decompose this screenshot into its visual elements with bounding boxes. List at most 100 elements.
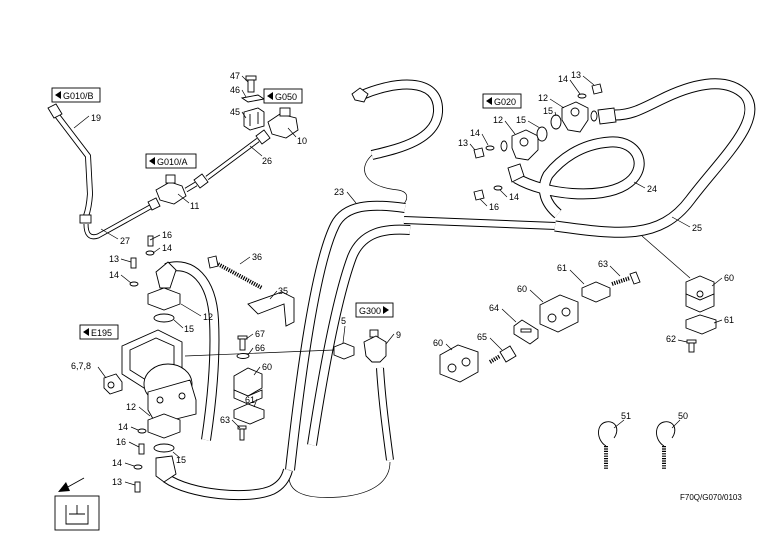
banjo-12-right-hole <box>570 107 580 117</box>
hose-25-clamp-line <box>641 235 691 279</box>
callout-12: 12 <box>126 402 136 412</box>
callout-60: 60 <box>262 362 272 372</box>
callout-62: 62 <box>666 334 676 344</box>
callout-47: 47 <box>230 71 240 81</box>
bolt-36 <box>207 255 263 290</box>
ref-g050-box <box>263 88 303 104</box>
ref-g020-box <box>482 93 522 109</box>
pump-lower-elbow <box>155 455 177 483</box>
callout-63: 63 <box>598 259 608 269</box>
bolt-47 <box>247 79 255 93</box>
bolt-13-right <box>591 83 603 95</box>
ref-g020: G020 <box>482 93 522 109</box>
bracket-45-47 <box>240 75 266 131</box>
clamp-set-middle <box>439 271 641 383</box>
callout-12: 12 <box>203 312 213 322</box>
triangle-left-icon <box>55 91 61 99</box>
plate-61-middle <box>581 281 611 303</box>
bolt-62 <box>688 342 695 353</box>
callout-15: 15 <box>516 115 526 125</box>
callout-61: 61 <box>245 395 255 405</box>
callout-60: 60 <box>517 284 527 294</box>
clamp-60-middle-hole-b <box>561 307 571 317</box>
callout-13: 13 <box>109 254 119 264</box>
bolt-16-lower <box>473 189 485 201</box>
washer-15-left-b <box>500 140 508 152</box>
ref-g010a-box <box>145 153 197 169</box>
triangle-left-icon <box>486 97 492 105</box>
hydraulic-cylinder-icon <box>65 505 89 525</box>
triangle-right-icon <box>383 306 389 314</box>
callout-24: 24 <box>647 184 657 194</box>
triangle-left-icon <box>267 92 273 100</box>
hose-24-fill <box>513 137 644 218</box>
elbow-9 <box>363 329 387 363</box>
washer-14-pump-lower <box>137 428 147 434</box>
pump-upper-elbow <box>155 261 177 289</box>
hook-50-loop <box>656 421 676 447</box>
callout-13: 13 <box>571 70 581 80</box>
callout-64: 64 <box>489 303 499 313</box>
clip-45 <box>243 107 265 131</box>
callout-16: 16 <box>162 230 172 240</box>
tube-27 <box>83 203 154 240</box>
callout-14: 14 <box>509 192 519 202</box>
hose-pump-lower <box>163 468 293 501</box>
elbow-9-body <box>363 335 387 363</box>
clamp-60-left <box>439 344 479 383</box>
washer-14-pump-upper-b <box>145 250 155 256</box>
ref-g050-label: G050 <box>275 92 297 102</box>
callout-5: 5 <box>341 316 346 326</box>
tee-11 <box>155 181 187 205</box>
hose-g300 <box>376 367 394 461</box>
triangle-left-icon <box>83 328 89 336</box>
nut-26 <box>255 129 271 145</box>
callout-14: 14 <box>112 458 122 468</box>
callout-66: 66 <box>255 343 265 353</box>
callout-15: 15 <box>176 455 186 465</box>
tee-10-stem <box>279 107 291 117</box>
bolt-13-left <box>473 147 485 159</box>
clip-45-detail <box>249 112 259 126</box>
callout-23: 23 <box>334 187 344 197</box>
clamp-60-middle <box>539 294 579 333</box>
washer-15-right-b <box>590 110 598 122</box>
nut-27 <box>147 197 161 211</box>
bolt-67 <box>239 338 246 351</box>
hose-g300-fill <box>377 367 393 461</box>
plate-64-slot <box>520 328 532 333</box>
callout-46: 46 <box>230 85 240 95</box>
washer-15-right <box>550 114 562 130</box>
callout-15: 15 <box>184 324 194 334</box>
pump-lower-body <box>147 379 197 425</box>
callout-35: 35 <box>278 286 288 296</box>
callout-25: 25 <box>692 223 702 233</box>
callout-15: 15 <box>543 106 553 116</box>
plate-61-lower <box>233 403 265 425</box>
bolt-63-head <box>629 271 641 285</box>
hook-51 <box>598 421 618 470</box>
callout-36: 36 <box>252 252 262 262</box>
callout-13: 13 <box>458 138 468 148</box>
callout-16: 16 <box>116 437 126 447</box>
fittings-top-left <box>47 103 299 224</box>
continuation-line-bottom <box>288 461 391 498</box>
callout-60: 60 <box>433 338 443 348</box>
callout-27: 27 <box>120 236 130 246</box>
ref-g010a: G010/A <box>145 153 197 169</box>
callout-45: 45 <box>230 107 240 117</box>
clamp-60-lower-bottom <box>233 389 263 405</box>
callouts: 47 46 45 19 10 26 11 27 16 14 13 14 36 3… <box>71 70 734 487</box>
washer-14-pump-lower-b <box>133 464 143 470</box>
callout-61: 61 <box>724 315 734 325</box>
bolt-47-head <box>245 75 257 81</box>
callout-13: 13 <box>112 477 122 487</box>
hose-19 <box>53 112 93 218</box>
hose-pump-upper-fill <box>164 262 219 441</box>
callout-10: 10 <box>297 136 307 146</box>
banjo-12-right <box>561 101 589 133</box>
connection-line-pump <box>184 349 335 357</box>
ref-e195-label: E195 <box>91 328 112 338</box>
fittings-right-top <box>550 83 617 133</box>
